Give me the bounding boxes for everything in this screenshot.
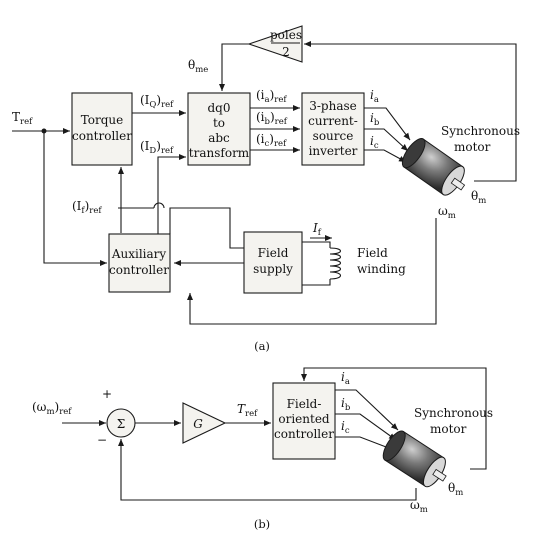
- omega-ref-label: (ωm)ref: [32, 400, 72, 417]
- omega-m-feedback-line-b: [118, 439, 417, 501]
- inverter-block: 3-phase current- source inverter: [301, 92, 365, 166]
- torque-controller-block: Torque controller: [71, 92, 133, 166]
- svg-text:abc: abc: [208, 131, 230, 145]
- field-oriented-controller-block: Field- oriented controller: [272, 382, 336, 460]
- ia-label-a: ia: [370, 88, 379, 105]
- svg-text:G: G: [193, 417, 203, 431]
- field-wire-bottom: [302, 279, 331, 286]
- iq-ref-label: (IQ)ref: [140, 93, 174, 110]
- svg-text:supply: supply: [253, 262, 293, 276]
- theta-m-feedback-line: [304, 41, 517, 182]
- ia-ref-label: (ia)ref: [256, 88, 287, 105]
- aux-to-field-line: [169, 207, 244, 249]
- ib-line-a: [364, 128, 409, 152]
- minus-sign: −: [97, 433, 107, 447]
- omega-m-label-b: ωm: [410, 498, 428, 515]
- part-a: Tref Torque controller (IQ)ref (ID)ref (…: [12, 25, 520, 353]
- gain-block: G: [182, 402, 227, 444]
- theta-m-label-b: θm: [448, 481, 463, 498]
- svg-text:inverter: inverter: [309, 144, 358, 158]
- svg-text:to: to: [213, 116, 225, 130]
- if-label: If: [312, 221, 322, 238]
- theta-m-label-a: θm: [471, 189, 486, 206]
- ib-label-a: ib: [370, 111, 380, 128]
- plus-sign: +: [102, 387, 112, 401]
- svg-text:2: 2: [282, 45, 290, 59]
- field-supply-block: Field supply: [243, 231, 303, 294]
- svg-text:source: source: [313, 129, 354, 143]
- svg-text:controller: controller: [109, 263, 169, 277]
- tref-label-a: Tref: [12, 110, 33, 127]
- ib-ref-label: (ib)ref: [256, 110, 288, 127]
- svg-text:3-phase: 3-phase: [309, 99, 357, 113]
- field-wire-top: [302, 241, 331, 248]
- caption-a: (a): [254, 339, 270, 353]
- svg-text:Field-: Field-: [287, 397, 322, 411]
- theta-m-feedback-line-b: [301, 367, 487, 470]
- motor-label-b-line1: Synchronous: [414, 406, 493, 420]
- ia-line-a: [364, 107, 411, 141]
- ic-line-a: [364, 149, 407, 163]
- svg-text:dq0: dq0: [208, 101, 231, 115]
- omega-m-label-a: ωm: [438, 204, 456, 221]
- ia-label-b: ia: [341, 370, 350, 387]
- theta-me-line: [219, 43, 249, 91]
- field-winding-label-line1: Field: [357, 246, 388, 260]
- dq0-transform-block: dq0 to abc transform: [187, 92, 251, 166]
- tref-label-b: Tref: [237, 402, 258, 419]
- synchronous-motor-a: [401, 138, 466, 196]
- crossover-hop-1: [153, 202, 165, 209]
- ic-line-b: [335, 436, 395, 451]
- part-b: (ωm)ref + − Σ G Tref Field- oriented con…: [32, 367, 493, 531]
- ic-label-b: ic: [341, 419, 350, 436]
- ib-label-b: ib: [341, 396, 351, 413]
- ic-ref-label: (ic)ref: [256, 132, 287, 149]
- synchronous-motor-b: [382, 430, 447, 488]
- motor-label-a-line2: motor: [454, 140, 491, 154]
- id-ref-label: (ID)ref: [140, 139, 174, 156]
- svg-text:transform: transform: [189, 146, 250, 160]
- motor-label-a-line1: Synchronous: [441, 124, 520, 138]
- field-winding-label-line2: winding: [357, 262, 406, 276]
- caption-b: (b): [254, 517, 270, 531]
- summing-junction: Σ: [106, 408, 136, 438]
- svg-text:Auxiliary: Auxiliary: [111, 247, 167, 261]
- ib-line-b: [335, 413, 397, 441]
- svg-text:Field: Field: [258, 246, 289, 260]
- svg-text:oriented: oriented: [278, 412, 330, 426]
- svg-text:Torque: Torque: [81, 113, 124, 127]
- auxiliary-controller-block: Auxiliary controller: [108, 233, 171, 293]
- poles-gain-block: poles 2: [247, 25, 303, 63]
- motor-label-b-line2: motor: [430, 422, 467, 436]
- svg-text:Σ: Σ: [117, 417, 125, 431]
- id-ref-line: [157, 154, 186, 263]
- if-ref-label: (If)ref: [72, 199, 102, 216]
- field-winding-coil: [329, 247, 342, 280]
- tref-to-aux-line: [43, 131, 107, 266]
- svg-text:poles: poles: [270, 28, 302, 42]
- svg-text:controller: controller: [72, 129, 132, 143]
- theta-me-label: θme: [188, 58, 208, 75]
- svg-text:current-: current-: [308, 114, 358, 128]
- ia-line-b: [335, 389, 399, 431]
- ic-label-a: ic: [370, 134, 379, 151]
- svg-text:controller: controller: [274, 427, 334, 441]
- omega-m-feedback-line-a: [187, 218, 437, 325]
